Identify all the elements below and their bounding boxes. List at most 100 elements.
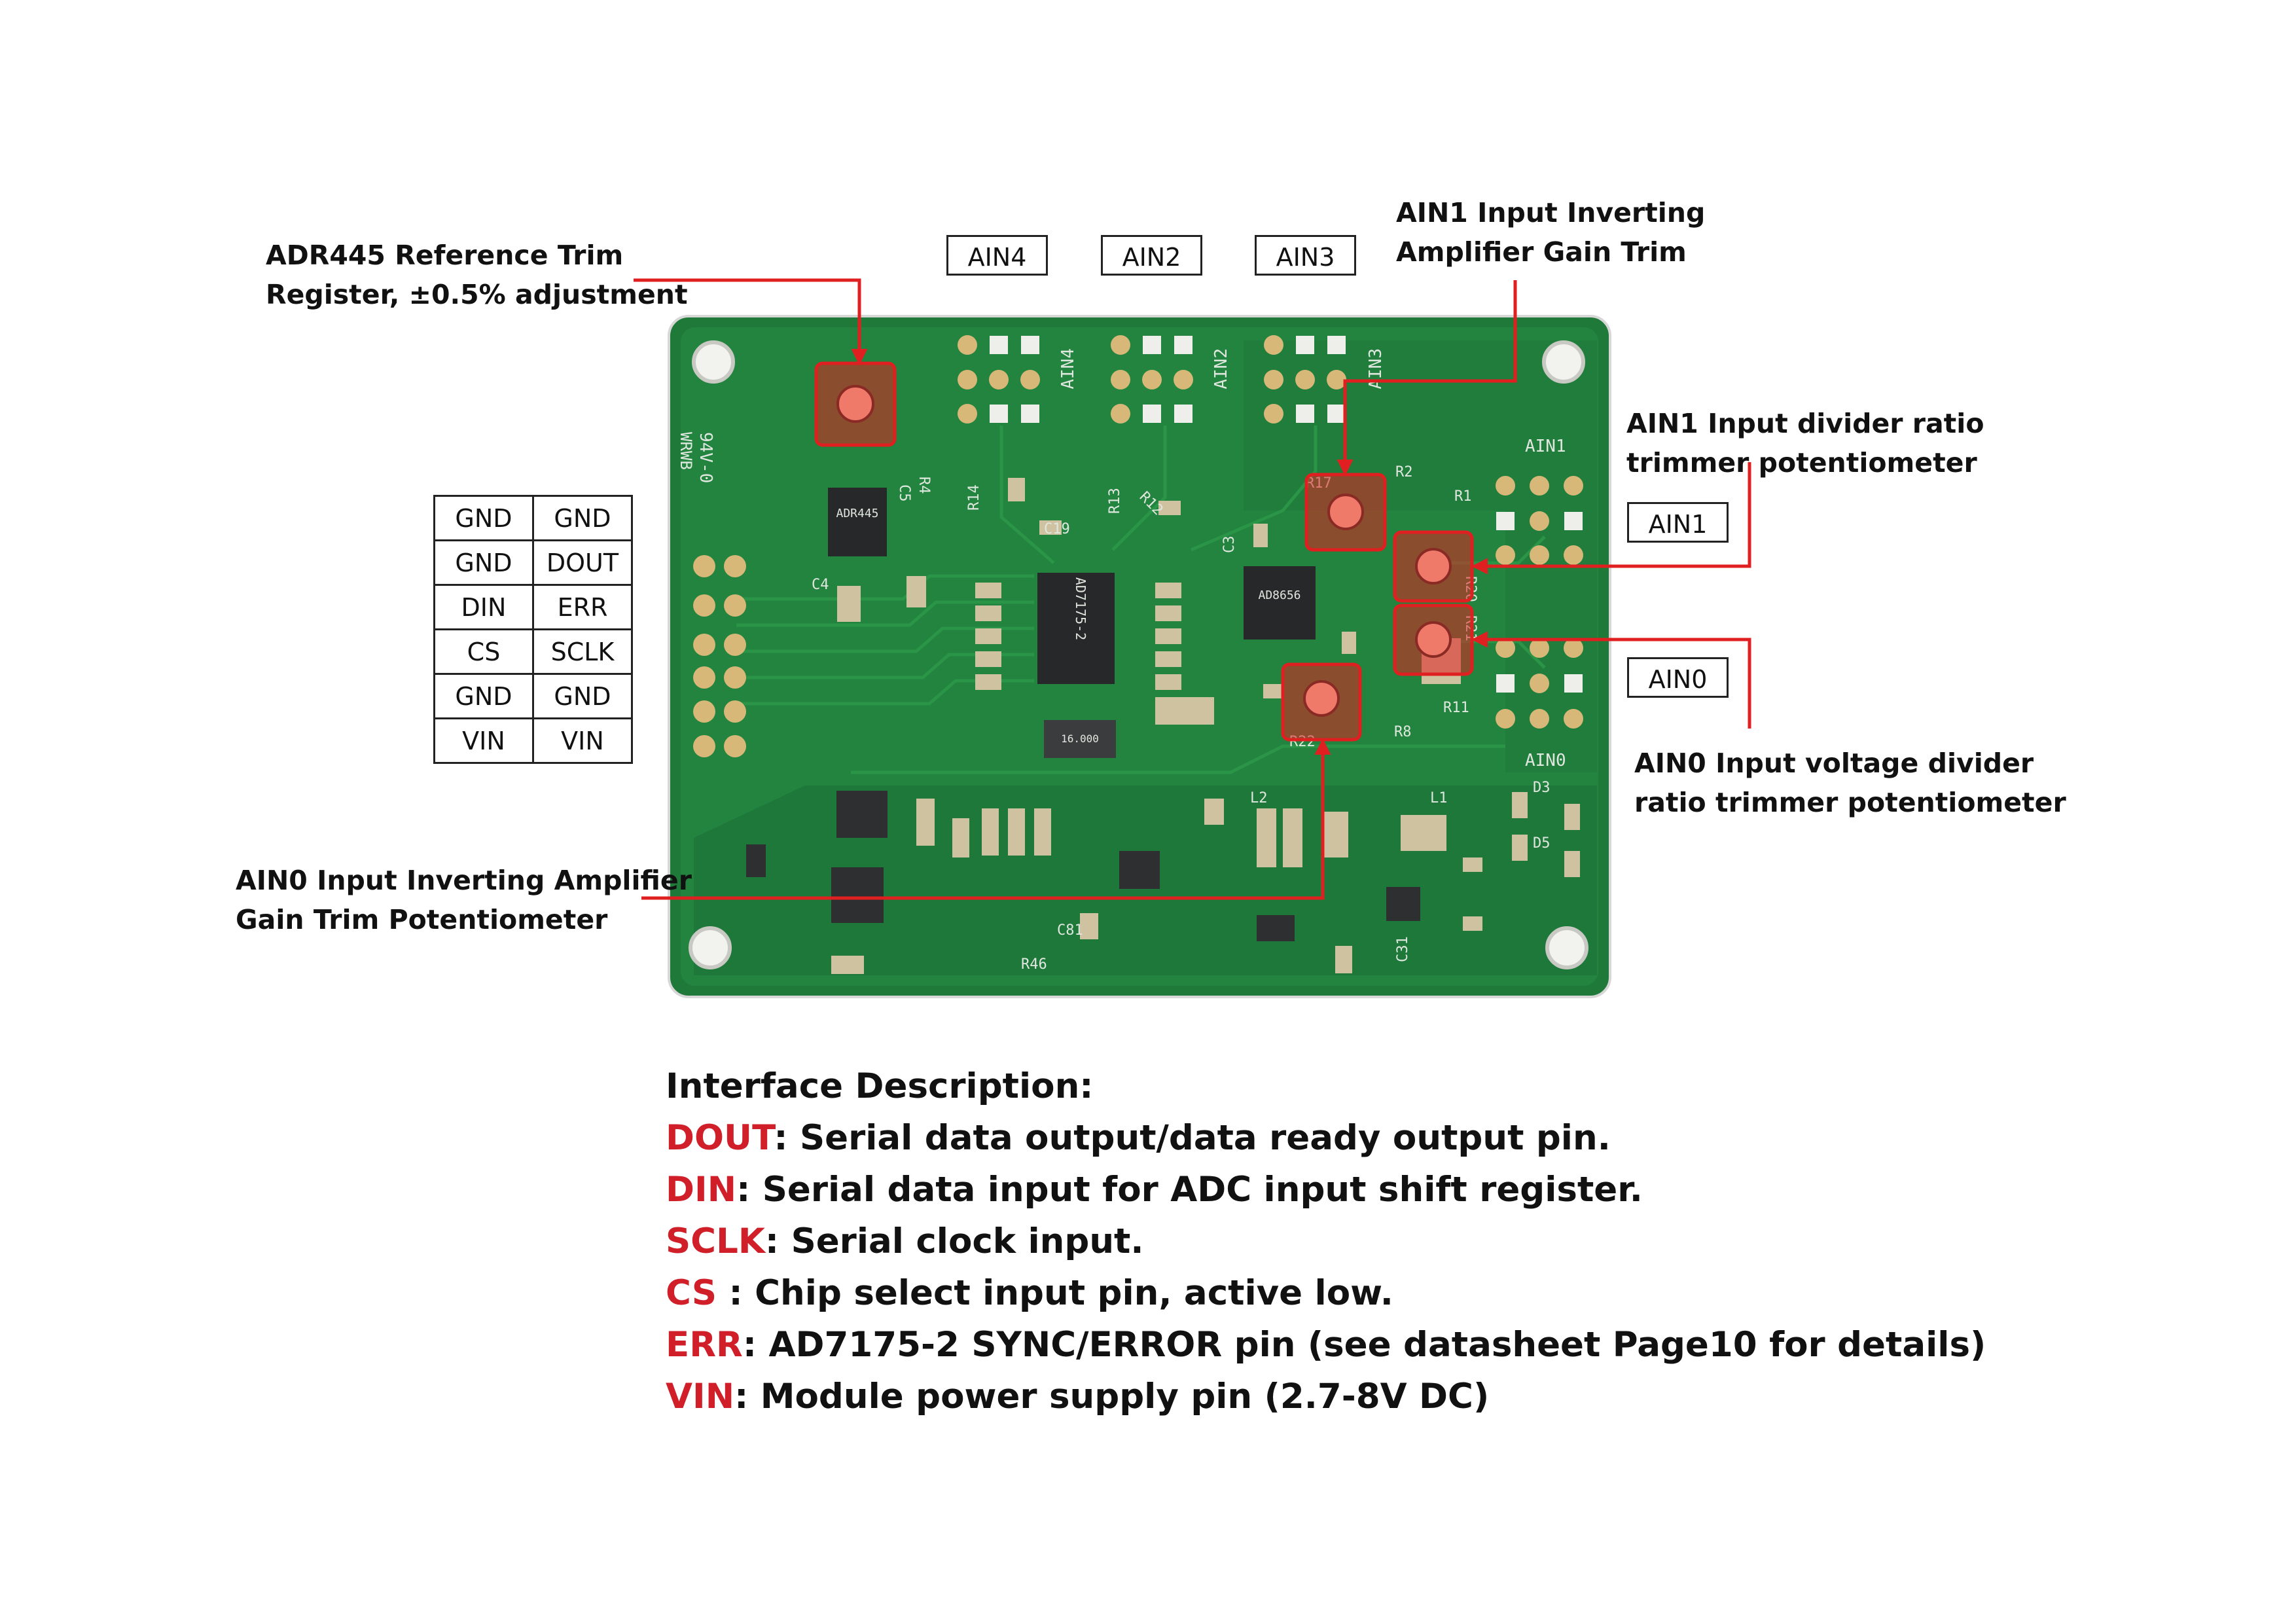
pin-cell: GND	[433, 539, 534, 586]
refdes-label: R8	[1394, 724, 1412, 740]
pin-cell: CS	[433, 628, 534, 675]
callout-line: trimmer potentiometer	[1626, 447, 1977, 478]
adr445-leader	[634, 278, 868, 365]
pin-cell: SCLK	[532, 628, 633, 675]
label-ain2: AIN2	[1101, 235, 1202, 276]
description-pin-text: : AD7175-2 SYNC/ERROR pin (see datasheet…	[742, 1325, 1986, 1365]
side-connector-pads	[1496, 476, 1583, 729]
description-item: VIN: Module power supply pin (2.7-8V DC)	[666, 1371, 1986, 1422]
callout-line: AIN1 Input divider ratio	[1626, 408, 1984, 439]
refdes-label: R11	[1443, 700, 1469, 716]
ain0-gain-trimmer	[1281, 662, 1362, 742]
label-ain4: AIN4	[946, 235, 1048, 276]
side-ain1-silk: AIN1	[1525, 437, 1566, 456]
ain0-divider-leader	[1471, 631, 1751, 729]
pin-cell: DIN	[433, 584, 534, 630]
description-pin-name: DOUT	[666, 1118, 774, 1158]
brand-marking: WRWB	[677, 432, 695, 470]
callout-line: ADR445 Reference Trim	[266, 240, 624, 271]
refdes-label: R13	[1107, 488, 1123, 514]
description-pin-name: SCLK	[666, 1221, 765, 1261]
ain0-divider-trimmer	[1393, 604, 1474, 676]
pin-cell: VIN	[532, 717, 633, 764]
callout-line: ratio trimmer potentiometer	[1634, 787, 2066, 818]
top-connector-pads	[958, 335, 1346, 424]
refdes-label: L2	[1250, 790, 1268, 806]
description-pin-text: : Serial clock input.	[764, 1221, 1144, 1261]
conn-ain3-silk: AIN3	[1366, 348, 1386, 389]
ain1-divider-trimmer	[1393, 530, 1474, 603]
callout-ain0-divider-trimmer: AIN0 Input voltage divider ratio trimmer…	[1634, 744, 2066, 822]
pin-cell: GND	[433, 673, 534, 719]
refdes-label: C31	[1395, 936, 1411, 962]
side-ain0-silk: AIN0	[1525, 751, 1566, 770]
callout-line: AIN0 Input Inverting Amplifier	[236, 865, 692, 896]
refdes-label: C19	[1044, 521, 1070, 537]
pin-cell: DOUT	[532, 539, 633, 586]
ic-chips	[746, 488, 1420, 941]
callout-ain1-gain-trim: AIN1 Input Inverting Amplifier Gain Trim	[1396, 193, 1705, 272]
refdes-label: D5	[1533, 835, 1551, 852]
crystal-marking: 16.000	[1061, 732, 1099, 745]
pin-cell: ERR	[532, 584, 633, 630]
callout-ain1-divider-trimmer: AIN1 Input divider ratio trimmer potenti…	[1626, 404, 1984, 482]
description-item: CS : Chip select input pin, active low.	[666, 1267, 1986, 1319]
refdes-label: C81	[1057, 922, 1083, 939]
description-pin-text: : Serial data output/data ready output p…	[774, 1118, 1611, 1158]
description-item: DIN: Serial data input for ADC input shi…	[666, 1164, 1986, 1216]
conn-ain2-silk: AIN2	[1211, 348, 1231, 389]
refdes-label: C5	[896, 484, 912, 502]
adr445-trimmer	[814, 361, 897, 447]
header-pads	[693, 555, 746, 757]
callout-line: AIN1 Input Inverting	[1396, 197, 1706, 228]
description-heading: Interface Description:	[666, 1066, 1094, 1106]
chip-amp-marking: AD8656	[1258, 588, 1300, 602]
chip-main-marking: AD7175-2	[1073, 577, 1088, 640]
label-ain1: AIN1	[1627, 502, 1729, 543]
refdes-label: C3	[1221, 536, 1238, 554]
label-ain3: AIN3	[1255, 235, 1356, 276]
refdes-label: R46	[1021, 956, 1047, 973]
refdes-label: R14	[966, 484, 982, 511]
callout-line: Amplifier Gain Trim	[1396, 236, 1687, 268]
callout-ain0-gain-trim: AIN0 Input Inverting Amplifier Gain Trim…	[236, 861, 692, 939]
mounting-holes	[689, 340, 1588, 969]
description-item: ERR: AD7175-2 SYNC/ERROR pin (see datash…	[666, 1319, 1986, 1371]
refdes-label: R2	[1395, 464, 1413, 480]
trimmer-highlights	[814, 361, 1474, 742]
pin-cell: GND	[532, 673, 633, 719]
passive-components	[831, 478, 1580, 974]
ain1-gain-trimmer	[1304, 473, 1387, 552]
description-pin-name: CS	[666, 1273, 717, 1313]
interface-description: Interface Description: DOUT: Serial data…	[666, 1060, 1986, 1422]
refdes-label: R1	[1454, 488, 1472, 505]
label-ain0: AIN0	[1627, 657, 1729, 698]
pin-cell: GND	[433, 495, 534, 541]
description-item: SCLK: Serial clock input.	[666, 1216, 1986, 1267]
pin-cell: GND	[532, 495, 633, 541]
pin-cell: VIN	[433, 717, 534, 764]
refdes-label: C4	[812, 577, 829, 593]
description-pin-text: : Chip select input pin, active low.	[717, 1273, 1393, 1313]
callout-line: Register, ±0.5% adjustment	[266, 279, 688, 310]
ain1-gain-leader	[1336, 280, 1517, 476]
description-pin-name: DIN	[666, 1170, 737, 1210]
description-pin-name: ERR	[666, 1325, 743, 1365]
ain1-divider-leader	[1471, 462, 1751, 575]
callout-line: Gain Trim Potentiometer	[236, 904, 608, 935]
refdes-label: R4	[916, 477, 932, 494]
description-pin-text: : Module power supply pin (2.7-8V DC)	[734, 1377, 1490, 1416]
callout-adr445-reference-trim: ADR445 Reference Trim Register, ±0.5% ad…	[266, 236, 688, 314]
refdes-label: D3	[1533, 780, 1551, 796]
callout-line: AIN0 Input voltage divider	[1634, 748, 2034, 779]
description-item: DOUT: Serial data output/data ready outp…	[666, 1112, 1986, 1164]
leader-lines	[634, 278, 1751, 900]
